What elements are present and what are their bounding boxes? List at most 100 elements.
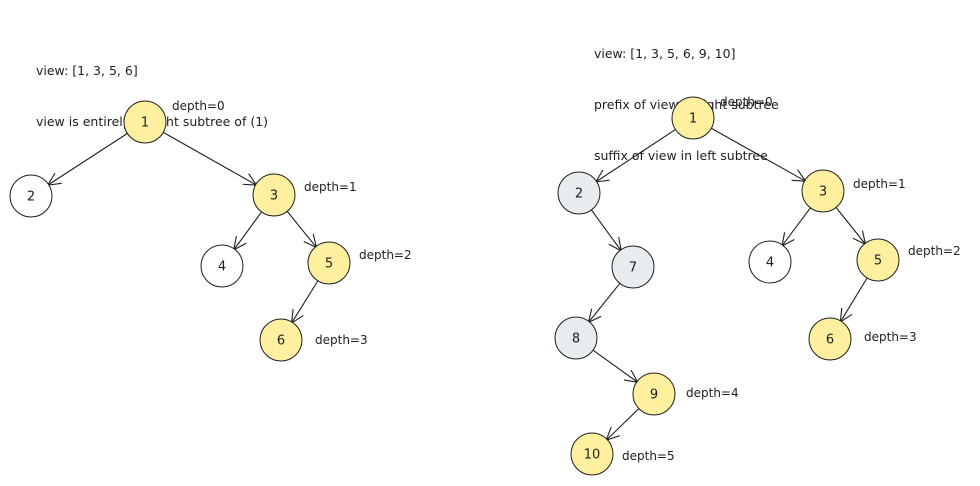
arrowhead-icon xyxy=(797,169,807,182)
depth-label: depth=4 xyxy=(686,386,739,400)
edge-1-3 xyxy=(709,126,807,182)
tree-node-6: 6 depth=3 xyxy=(808,317,917,361)
edge-8-9 xyxy=(591,348,639,383)
node-label: 10 xyxy=(584,448,601,463)
node-circle xyxy=(856,238,900,282)
node-label: 6 xyxy=(826,333,834,348)
node-circle xyxy=(557,171,601,215)
tree-node-2: 2 xyxy=(9,174,53,218)
arrowhead-icon xyxy=(312,233,317,248)
node-circle xyxy=(200,244,244,288)
arrowhead-icon xyxy=(606,435,620,441)
node-circle xyxy=(9,174,53,218)
node-circle xyxy=(808,317,852,361)
edge-7-8 xyxy=(587,281,622,323)
depth-label: depth=1 xyxy=(304,180,357,194)
edge-3-4 xyxy=(781,205,813,247)
edge-line xyxy=(834,205,866,245)
edge-line xyxy=(709,126,806,182)
edge-3-5 xyxy=(285,209,317,248)
node-label: 3 xyxy=(819,185,827,200)
node-label: 2 xyxy=(575,187,583,202)
arrowhead-icon xyxy=(242,183,257,186)
arrowhead-icon xyxy=(291,315,304,324)
arrowhead-icon xyxy=(623,379,638,383)
edge-line xyxy=(161,130,257,186)
node-circle xyxy=(554,316,598,360)
arrowhead-icon xyxy=(791,179,806,182)
arrowhead-icon xyxy=(233,242,247,251)
arrowhead-icon xyxy=(47,182,62,186)
right-caption-line: suffix of view in left subtree xyxy=(594,148,768,163)
depth-label: depth=2 xyxy=(908,244,961,258)
arrowhead-icon xyxy=(595,179,610,183)
tree-node-2: 2 xyxy=(557,171,601,215)
node-circle xyxy=(748,240,792,284)
tree-node-3: 3 depth=1 xyxy=(252,173,357,217)
node-label: 7 xyxy=(629,261,637,276)
tree-node-1: 1 depth=0 xyxy=(123,99,225,144)
edge-line xyxy=(291,278,320,324)
tree-node-4: 4 xyxy=(200,244,244,288)
edge-line xyxy=(588,281,622,323)
arrowhead-icon xyxy=(630,369,639,383)
node-label: 1 xyxy=(689,112,697,127)
depth-label: depth=2 xyxy=(359,248,412,262)
edge-2-7 xyxy=(589,208,622,252)
depth-label: depth=5 xyxy=(622,449,675,463)
tree-node-9: 9 depth=4 xyxy=(632,372,739,416)
node-circle xyxy=(611,245,655,289)
edge-line xyxy=(589,208,622,252)
edge-line xyxy=(233,210,264,251)
arrowhead-icon xyxy=(605,426,612,441)
left-caption-line: view: [1, 3, 5, 6] xyxy=(36,63,138,78)
node-label: 4 xyxy=(218,260,226,275)
node-circle xyxy=(259,318,303,362)
arrowhead-icon xyxy=(840,313,853,323)
arrowhead-icon xyxy=(248,173,258,186)
node-label: 9 xyxy=(650,388,658,403)
node-label: 2 xyxy=(27,190,35,205)
arrowhead-icon xyxy=(839,307,843,322)
arrowhead-icon xyxy=(861,230,867,245)
tree-node-4: 4 xyxy=(748,240,792,284)
depth-label: depth=1 xyxy=(853,177,906,191)
depth-label: depth=3 xyxy=(864,330,917,344)
edge-line xyxy=(839,275,869,323)
right-caption: view: [1, 3, 5, 6, 9, 10] prefix of view… xyxy=(594,11,779,181)
tree-node-7: 7 xyxy=(611,245,655,289)
depth-label: depth=3 xyxy=(315,333,368,347)
node-label: 3 xyxy=(270,189,278,204)
arrowhead-icon xyxy=(595,169,604,183)
node-label: 8 xyxy=(572,332,580,347)
depth-label: depth=0 xyxy=(172,99,225,113)
node-circle xyxy=(632,372,676,416)
node-circle xyxy=(671,96,715,140)
edge-9-10 xyxy=(605,406,641,441)
edge-line xyxy=(47,131,130,186)
node-label: 4 xyxy=(766,256,774,271)
node-circle xyxy=(570,432,614,476)
tree-node-8: 8 xyxy=(554,316,598,360)
node-circle xyxy=(252,173,296,217)
edge-5-6 xyxy=(839,275,869,323)
arrowhead-icon xyxy=(233,235,237,250)
edge-line xyxy=(595,127,678,183)
node-circle xyxy=(801,169,845,213)
arrowhead-icon xyxy=(291,309,294,324)
arrowhead-icon xyxy=(47,172,56,186)
edge-1-2 xyxy=(47,131,130,186)
tree-node-3: 3 depth=1 xyxy=(801,169,906,213)
right-caption-line: view: [1, 3, 5, 6, 9, 10] xyxy=(594,46,736,61)
edge-line xyxy=(285,209,317,248)
node-label: 1 xyxy=(141,116,149,131)
arrowhead-icon xyxy=(618,236,622,251)
node-label: 5 xyxy=(874,254,882,269)
node-circle xyxy=(307,241,351,285)
arrowhead-icon xyxy=(781,239,795,247)
